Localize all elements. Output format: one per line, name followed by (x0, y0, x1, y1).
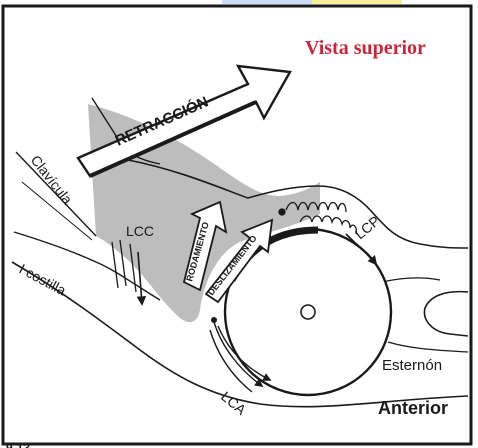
anterior-label: Anterior (378, 398, 448, 418)
axis-point (301, 305, 315, 319)
top-highlight-blue (222, 0, 312, 4)
lcc-label: LCC (126, 223, 154, 239)
view-title: Vista superior (305, 37, 426, 59)
top-highlight-yellow (312, 0, 402, 4)
figure-number: 9-13 (6, 441, 30, 448)
esternon-label: Esternón (382, 357, 442, 374)
